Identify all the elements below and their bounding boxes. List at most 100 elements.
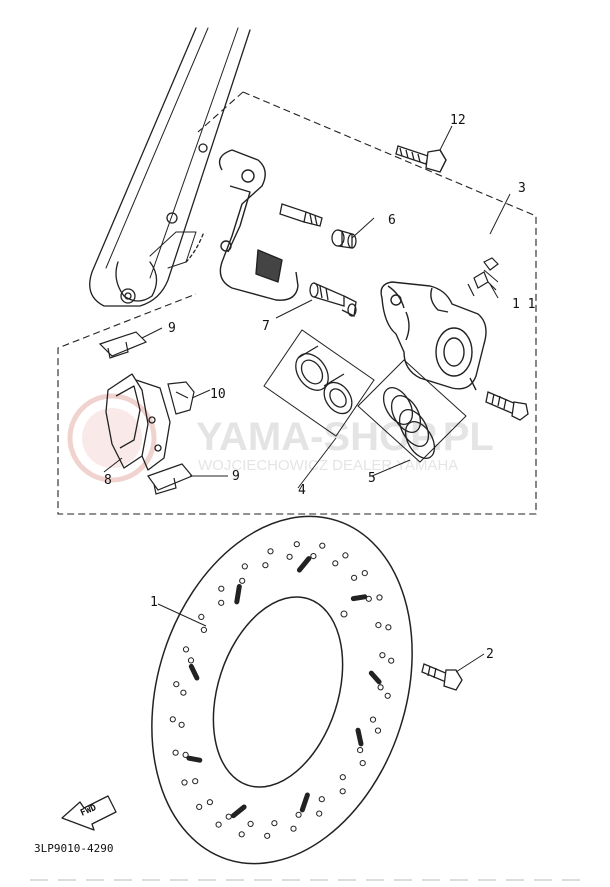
leader-lines	[103, 125, 511, 673]
disc-slot	[299, 792, 310, 813]
disc-hole	[180, 689, 187, 696]
disc-hole	[339, 774, 346, 781]
disc-slot	[368, 670, 382, 685]
disc-slot	[186, 755, 203, 763]
disc-slots	[186, 556, 382, 819]
brake-pads-8	[105, 373, 171, 471]
seal-kit-5	[357, 359, 467, 463]
disc-hole	[200, 626, 207, 634]
disc-slot	[350, 594, 368, 602]
pad-clip-10-icon	[167, 381, 195, 415]
disc-hole	[218, 599, 225, 606]
disc-hole	[206, 799, 213, 806]
front-fork-leg	[89, 27, 251, 307]
disc-hole	[384, 692, 391, 699]
disc-hole	[369, 716, 377, 723]
disc-hole	[286, 553, 293, 560]
watermark-logo-ring	[67, 393, 157, 483]
disc-hole	[290, 825, 297, 832]
disc-hole	[225, 813, 232, 820]
disc-hole	[374, 727, 382, 734]
bleed-screw-11-icon	[467, 257, 499, 297]
caliper-assembly-outline	[57, 91, 537, 515]
disc-slot	[355, 727, 364, 747]
pad-spring-9-bottom	[147, 463, 193, 495]
disc-hole	[181, 779, 188, 786]
disc-hole	[332, 560, 339, 567]
callout-7: 7	[262, 319, 270, 334]
disc-hole	[271, 820, 278, 827]
disc-slot	[188, 663, 200, 681]
disc-hole	[196, 803, 203, 811]
callout-5: 5	[368, 471, 376, 486]
caliper-bracket	[218, 149, 299, 301]
disc-hole	[357, 747, 364, 754]
disc-hole	[173, 681, 180, 688]
disc-hole	[169, 716, 176, 723]
disc-slot	[234, 584, 242, 605]
callout-4: 4	[298, 483, 306, 498]
watermark: YAMA-SHOP.PL WOJCIECHOWICZ DEALER YAMAHA	[67, 393, 494, 483]
callout-11: 1 1	[512, 297, 535, 312]
disc-hole	[192, 778, 199, 785]
callout-10: 10	[210, 387, 226, 402]
part-code: 3LP9010-4290	[34, 842, 113, 855]
disc-hole	[241, 563, 248, 570]
disc-hole	[239, 577, 246, 584]
callout-1: 1	[150, 595, 158, 610]
disc-hole	[182, 751, 189, 759]
disc-hole	[215, 821, 222, 828]
disc-hole	[385, 624, 392, 631]
caliper-bolt-icon	[485, 391, 529, 421]
disc-hole	[319, 542, 326, 549]
disc-slot	[230, 804, 247, 819]
disc-hole	[187, 657, 195, 664]
disc-hole	[361, 570, 368, 577]
disc-hole	[342, 552, 349, 559]
disc-hole	[351, 574, 358, 581]
disc-slot	[296, 556, 312, 573]
disc-hole	[218, 585, 225, 592]
callout-2: 2	[486, 647, 494, 662]
callout-12: 12	[450, 113, 466, 128]
watermark-brand: YAMA-SHOP.PL	[196, 415, 494, 459]
callouts: 12 3 6 1 1 7 9 10 9 8 4 5 1 2	[104, 113, 535, 662]
disc-hole	[379, 652, 386, 659]
disc-hole	[182, 646, 190, 653]
callout-6: 6	[388, 213, 396, 228]
disc-hole	[247, 820, 254, 828]
disc-hole	[375, 622, 382, 629]
bolt-12-icon	[395, 145, 447, 173]
disc-hole	[310, 553, 317, 560]
disc-hole	[359, 760, 366, 767]
disc-hole	[339, 788, 346, 795]
callout-8: 8	[104, 473, 112, 488]
disc-hole	[267, 548, 274, 555]
disc-hole	[377, 684, 384, 691]
watermark-logo-disc	[82, 408, 142, 468]
disc-hole	[316, 810, 323, 817]
caliper-body	[380, 281, 487, 391]
disc-hole	[388, 657, 395, 664]
guide-pin-icon	[279, 203, 323, 227]
disc-hole	[262, 562, 269, 569]
pin-7-icon	[309, 282, 357, 317]
disc-hole	[238, 831, 245, 838]
piston-set-4	[263, 329, 375, 437]
disc-hole	[198, 613, 205, 621]
watermark-subtitle: WOJCIECHOWICZ DEALER YAMAHA	[198, 457, 458, 474]
pad-spring-9-top	[98, 331, 148, 359]
disc-hole	[295, 811, 302, 818]
callout-9-top: 9	[168, 321, 176, 336]
boot-6-icon	[331, 229, 357, 249]
callout-9-bottom: 9	[232, 469, 240, 484]
fwd-arrow-icon: FWD	[61, 795, 117, 831]
disc-hole	[293, 541, 300, 548]
disc-hole	[178, 721, 185, 728]
disc-hole	[172, 749, 179, 756]
brake-disc	[151, 515, 413, 865]
disc-holes	[169, 541, 395, 839]
disc-hole	[264, 832, 271, 839]
